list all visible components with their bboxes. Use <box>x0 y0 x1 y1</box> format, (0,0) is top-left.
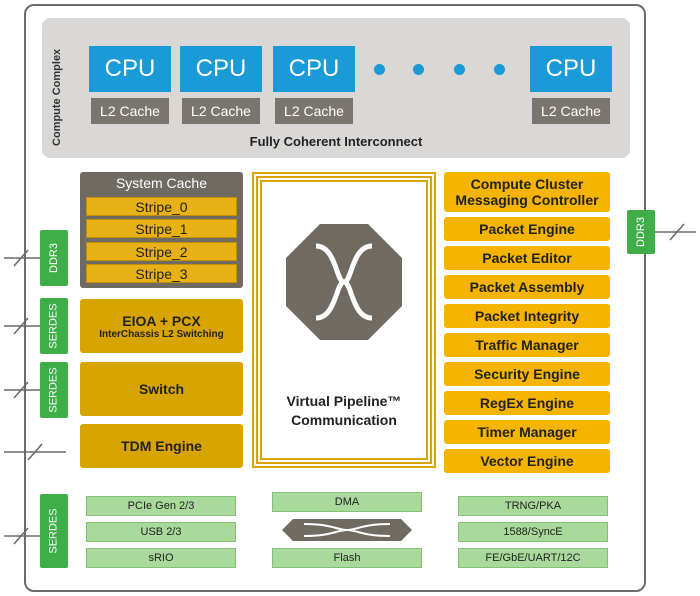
pcie-peripheral: PCIe Gen 2/3 <box>86 496 236 516</box>
cpu-3: CPU <box>273 46 355 92</box>
cpu-n: CPU <box>530 46 612 92</box>
tdm-engine-block: TDM Engine <box>80 424 243 468</box>
cpu-1: CPU <box>89 46 171 92</box>
serdes-port-1: SERDES <box>40 298 68 354</box>
packet-engine: Packet Engine <box>444 217 610 241</box>
ellipsis-dot <box>454 64 465 75</box>
l2-cache-3: L2 Cache <box>275 98 353 124</box>
eioa-title: EIOA + PCX <box>122 312 201 329</box>
interconnect-label: Fully Coherent Interconnect <box>249 134 423 149</box>
vector-engine: Vector Engine <box>444 449 610 473</box>
stripe-3: Stripe_3 <box>86 264 237 283</box>
virtual-pipeline-frame <box>252 172 436 468</box>
regex-engine: RegEx Engine <box>444 391 610 415</box>
compute-cluster-messaging-controller: Compute Cluster Messaging Controller <box>444 172 610 212</box>
crossbar-small-icon <box>282 519 412 541</box>
sync-peripheral: 1588/SyncE <box>458 522 608 542</box>
ddr3-left-port: DDR3 <box>40 230 68 286</box>
l2-cache-1: L2 Cache <box>91 98 169 124</box>
system-cache-title: System Cache <box>115 175 208 191</box>
packet-assembly: Packet Assembly <box>444 275 610 299</box>
ddr3-right-port: DDR3 <box>627 210 655 254</box>
timer-manager: Timer Manager <box>444 420 610 444</box>
virtual-pipeline-frame-mid <box>256 176 432 464</box>
virtual-pipeline-label: Virtual Pipeline™ Communication <box>262 392 426 430</box>
usb-peripheral: USB 2/3 <box>86 522 236 542</box>
packet-editor: Packet Editor <box>444 246 610 270</box>
l2-cache-n: L2 Cache <box>532 98 610 124</box>
packet-integrity: Packet Integrity <box>444 304 610 328</box>
cpu-2: CPU <box>180 46 262 92</box>
ellipsis-dot <box>374 64 385 75</box>
serdes-port-3: SERDES <box>40 494 68 568</box>
eioa-subtitle: InterChassis L2 Switching <box>99 328 224 340</box>
stripe-2: Stripe_2 <box>86 242 237 261</box>
pipeline-line1: Virtual Pipeline™ <box>286 393 402 409</box>
eioa-pcx-block: EIOA + PCX InterChassis L2 Switching <box>80 299 243 353</box>
ellipsis-dot <box>494 64 505 75</box>
security-engine: Security Engine <box>444 362 610 386</box>
serdes-port-2: SERDES <box>40 362 68 418</box>
dma-peripheral: DMA <box>272 492 422 512</box>
crossbar-switch-icon <box>286 224 402 340</box>
srio-peripheral: sRIO <box>86 548 236 568</box>
switch-block: Switch <box>80 362 243 416</box>
pipeline-line2: Communication <box>291 412 397 428</box>
stripe-0: Stripe_0 <box>86 197 237 216</box>
fe-gbe-uart-peripheral: FE/GbE/UART/12C <box>458 548 608 568</box>
trng-pka-peripheral: TRNG/PKA <box>458 496 608 516</box>
flash-peripheral: Flash <box>272 548 422 568</box>
ellipsis-dot <box>413 64 424 75</box>
stripe-1: Stripe_1 <box>86 219 237 238</box>
traffic-manager: Traffic Manager <box>444 333 610 357</box>
l2-cache-2: L2 Cache <box>182 98 260 124</box>
